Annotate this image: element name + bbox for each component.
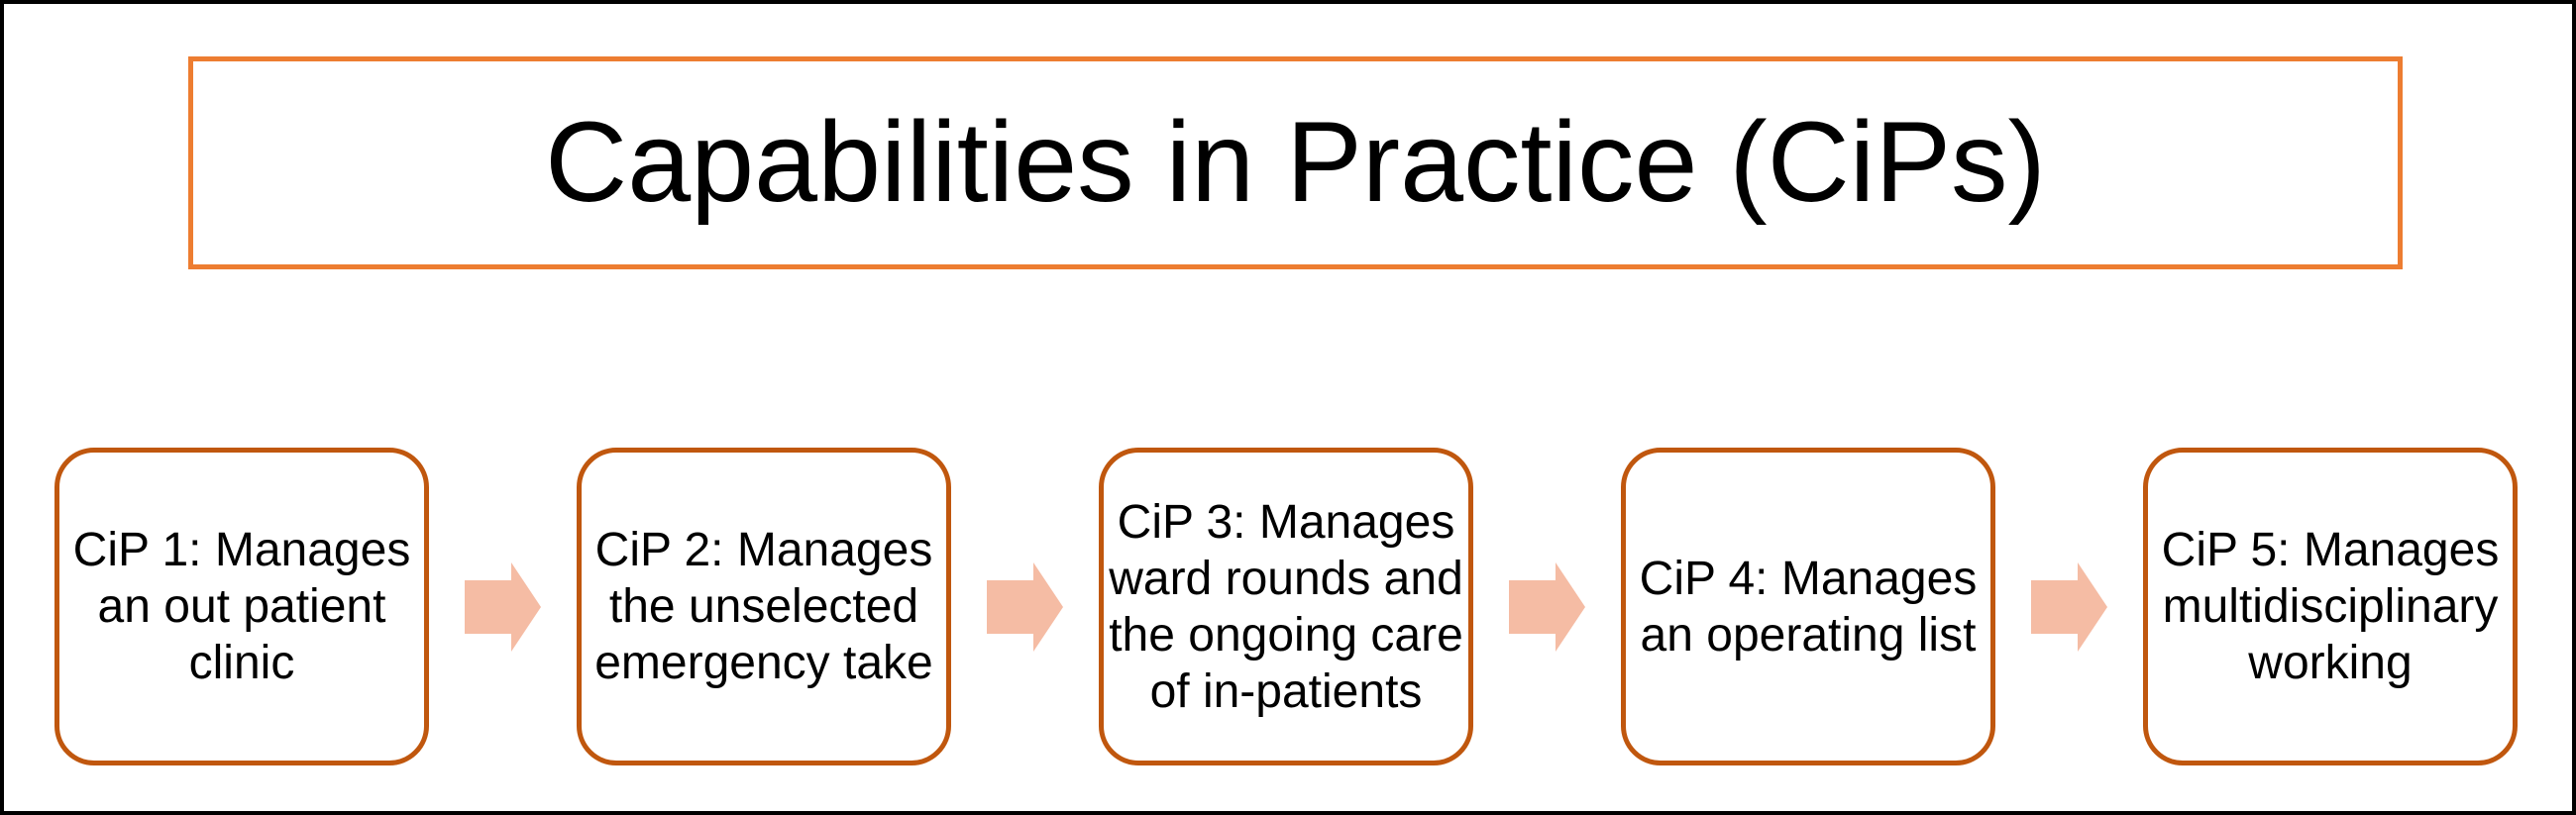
cip-box-1: CiP 1: Manages an out patient clinic <box>54 448 429 765</box>
arrow-cell <box>951 448 1099 765</box>
arrow-cell <box>1995 448 2143 765</box>
cip-box-2: CiP 2: Manages the unselected emergency … <box>577 448 951 765</box>
cip-box-4: CiP 4: Manages an operating list <box>1621 448 1995 765</box>
title-box: Capabilities in Practice (CiPs) <box>188 56 2403 269</box>
cip-box-3: CiP 3: Manages ward rounds and the ongoi… <box>1099 448 1473 765</box>
cip-box-label: CiP 4: Manages an operating list <box>1639 552 1978 662</box>
right-arrow-icon <box>465 561 541 652</box>
arrow-cell <box>429 448 577 765</box>
cip-box-label: CiP 5: Manages multidisciplinary working <box>2161 524 2500 689</box>
right-arrow-icon <box>2031 561 2107 652</box>
cip-box-5: CiP 5: Manages multidisciplinary working <box>2143 448 2518 765</box>
arrow-cell <box>1473 448 1621 765</box>
right-arrow-icon <box>987 561 1063 652</box>
cip-flow: CiP 1: Manages an out patient clinic CiP… <box>54 448 2518 765</box>
cip-box-label: CiP 2: Manages the unselected emergency … <box>594 524 933 689</box>
right-arrow-icon <box>1509 561 1585 652</box>
cip-box-label: CiP 1: Manages an out patient clinic <box>72 524 411 689</box>
cip-box-label: CiP 3: Manages ward rounds and the ongoi… <box>1109 495 1463 718</box>
diagram-title: Capabilities in Practice (CiPs) <box>545 99 2046 227</box>
